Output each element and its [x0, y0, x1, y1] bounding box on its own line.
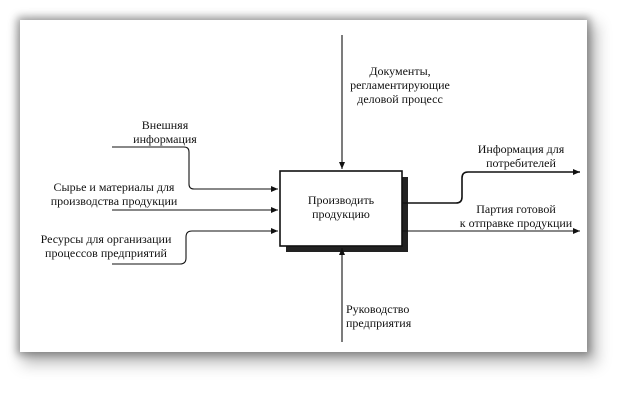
- input-label-raw-materials: Сырье и материалы для производства проду…: [34, 180, 194, 208]
- input-label-external-info: Внешняя информация: [120, 118, 210, 146]
- process-label-line1: Производить: [307, 193, 375, 207]
- output-label-finished-batch-line1: Партия готовой: [476, 202, 556, 216]
- input-label-resources: Ресурсы для организации процессов предпр…: [26, 232, 186, 260]
- control-label-line1: Документы,: [369, 64, 431, 78]
- control-label-documents: Документы, регламентирующие деловой проц…: [340, 64, 460, 106]
- input-arrow-external-info: [112, 146, 278, 192]
- control-label-line3: деловой процесс: [357, 92, 443, 106]
- process-box: [279, 170, 403, 247]
- output-label-consumer-info-line1: Информация для: [477, 142, 565, 156]
- output-arrow-consumer-info: [402, 169, 580, 204]
- output-label-consumer-info: Информация для потребителей: [464, 142, 578, 170]
- process-label-line2: продукцию: [312, 207, 370, 221]
- input-label-raw-materials-line2: производства продукции: [50, 194, 178, 208]
- control-label-line2: регламентирующие: [350, 78, 450, 92]
- input-label-raw-materials-line1: Сырье и материалы для: [53, 180, 175, 194]
- process-label: Производить продукцию: [283, 193, 399, 221]
- input-label-external-info-line2: информация: [133, 132, 197, 146]
- output-label-consumer-info-line2: потребителей: [486, 156, 556, 170]
- mechanism-label-line2: предприятия: [346, 316, 412, 330]
- input-label-resources-line1: Ресурсы для организации: [40, 232, 172, 246]
- output-label-finished-batch: Партия готовой к отправке продукции: [446, 202, 586, 230]
- input-label-external-info-line1: Внешняя: [141, 118, 189, 132]
- mechanism-label-line1: Руководство: [346, 302, 410, 316]
- input-label-resources-line2: процессов предприятий: [45, 246, 167, 260]
- mechanism-label-management: Руководство предприятия: [346, 302, 446, 330]
- input-arrow-resources: [112, 228, 278, 265]
- output-label-finished-batch-line2: к отправке продукции: [459, 216, 573, 230]
